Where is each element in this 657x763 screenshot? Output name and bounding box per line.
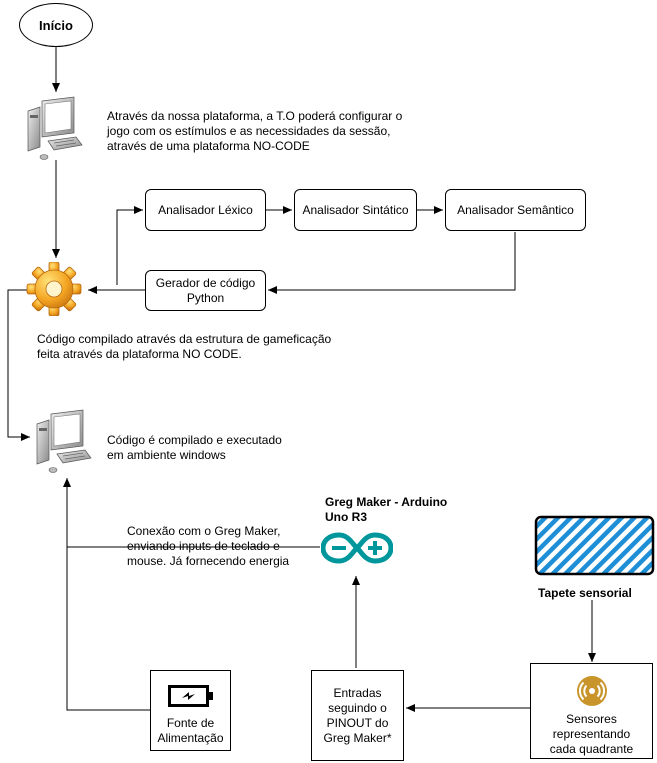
inputs-node: Entradas seguindo o PINOUT do Greg Maker… — [311, 670, 404, 761]
gear-icon — [26, 262, 82, 316]
semantic-analyzer-node: Analisador Semântico — [445, 189, 586, 231]
arrow-gear-to-pc2 — [7, 289, 30, 441]
arduino-title: Greg Maker - Arduino Uno R3 — [325, 495, 448, 524]
battery-icon — [167, 685, 213, 707]
syntactic-analyzer-node: Analisador Sintático — [294, 189, 417, 231]
sensors-node: Sensores representando cada quadrante — [530, 663, 653, 759]
arrow-semantic-to-generator — [268, 232, 516, 294]
sensor-icon — [576, 676, 607, 706]
computer-icon — [36, 409, 92, 473]
connection-caption: Conexão com o Greg Maker, enviando input… — [127, 524, 290, 568]
arrow-gear-to-lexical — [116, 206, 143, 285]
computer-icon — [27, 96, 83, 160]
sensory-mat — [534, 515, 655, 576]
sensory-mat-label: Tapete sensorial — [538, 586, 632, 600]
start-node: Início — [19, 3, 93, 47]
arrow-power-to-pc2 — [66, 478, 150, 711]
code-generator-node: Gerador de código Python — [145, 270, 266, 311]
computer-top-caption: Através da nossa plataforma, a T.O poder… — [107, 109, 403, 153]
gear-caption: Código compilado através da estrutura de… — [37, 332, 332, 361]
computer-bottom-caption: Código é compilado e executado em ambien… — [107, 433, 282, 462]
lexical-analyzer-node: Analisador Léxico — [145, 189, 266, 231]
power-source-node: Fonte de Alimentação — [150, 670, 231, 751]
arduino-icon — [321, 532, 393, 564]
